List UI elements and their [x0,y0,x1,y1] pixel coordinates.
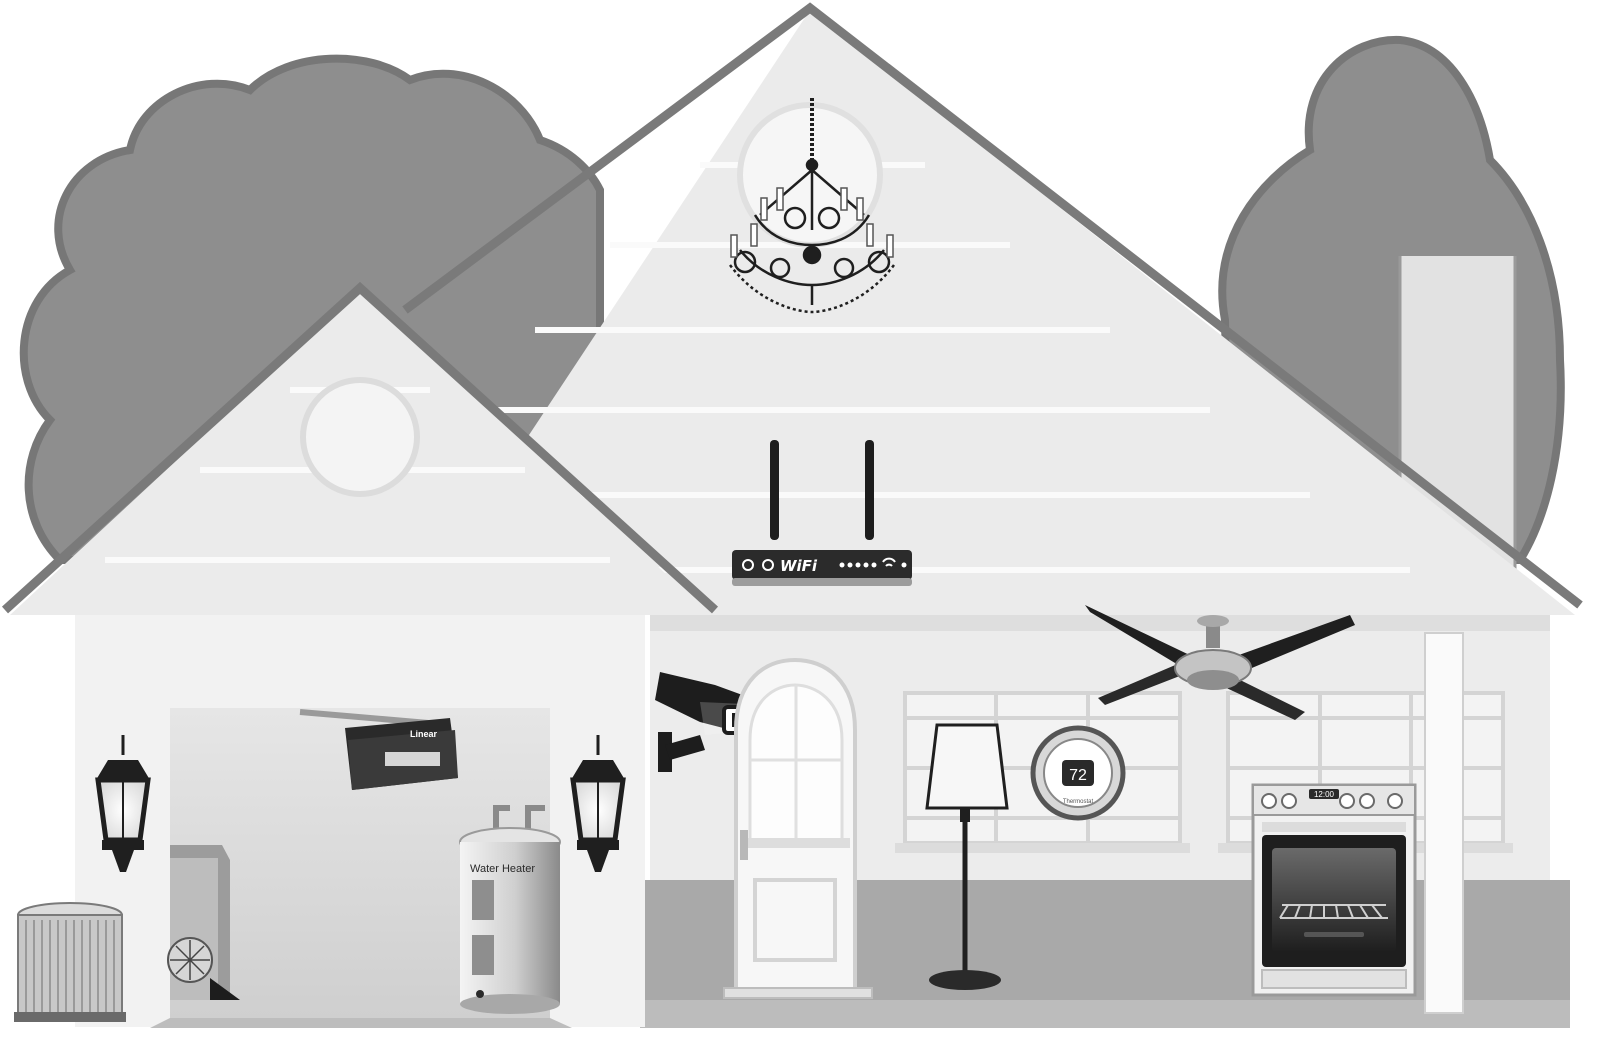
oven-clock: 12:00 [1314,790,1335,799]
floor-lamp-icon[interactable] [925,723,1009,990]
water-heater-icon[interactable]: Water Heater [459,805,561,1014]
wifi-router-icon[interactable]: WiFi [732,440,912,586]
front-door-icon[interactable] [723,657,873,999]
wall-lantern-icon[interactable] [570,735,626,872]
garage-floor-edge [150,1018,572,1028]
router-leds [839,562,877,568]
thermostat-temperature: 72 [1069,767,1087,784]
wall-lantern-icon[interactable] [95,735,151,872]
opener-light [385,752,440,766]
opener-brand: Linear [410,729,438,739]
ac-grille [25,920,115,1012]
furnace-fan-blades [170,940,210,980]
oven-knobs [1261,793,1403,809]
wifi-signal-icon [882,557,896,567]
garage-round-window [300,377,420,497]
air-conditioner-icon[interactable] [14,902,126,1022]
door-handle [740,830,748,860]
oven-range-icon[interactable]: 12:00 [1251,783,1417,997]
main-roof-line [402,2,1583,609]
power-icon [742,559,754,571]
wifi-label: WiFi [780,557,818,575]
thermostat-word: Thermostat [1063,799,1094,805]
chimney-cap [1392,244,1523,256]
foundation [640,1000,1570,1028]
garage-door-opener-icon[interactable]: Linear [299,709,458,790]
ceiling-fan-icon[interactable] [1085,605,1355,720]
water-heater-label: Water Heater [470,863,535,875]
oven-rack [1279,904,1388,919]
garage-roof-line [1,281,719,614]
thermostat-icon[interactable]: 72 Thermostat [1030,725,1126,821]
main-gable [410,10,1575,615]
chandelier-icon[interactable] [729,98,895,314]
furnace-icon[interactable] [167,845,240,1000]
porch-column [1424,632,1464,1014]
